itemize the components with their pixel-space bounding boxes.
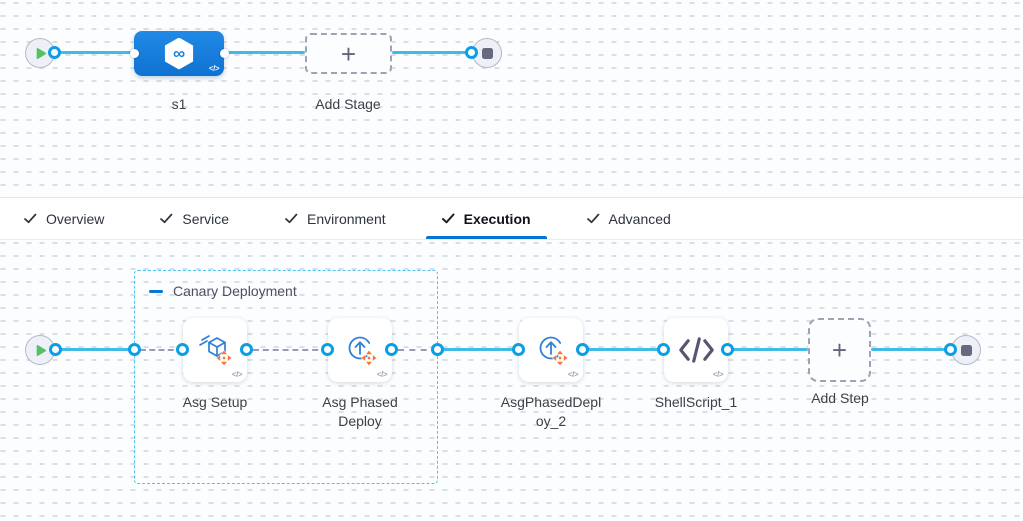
group-label: Canary Deployment [173, 283, 297, 299]
connector-port [431, 343, 444, 356]
asg-setup-icon [199, 335, 232, 366]
execution-graph-canvas: Canary Deployment </> [0, 240, 1023, 521]
add-stage-label: Add Stage [315, 96, 381, 112]
play-icon [36, 344, 46, 356]
connector-line [871, 348, 951, 351]
connector-line [56, 348, 135, 351]
step-label: ShellScript_1 [654, 394, 738, 410]
plus-icon: + [831, 335, 848, 365]
collapse-group-icon[interactable] [149, 289, 163, 293]
step-group-canary-deployment: Canary Deployment [134, 270, 438, 484]
connector-port [321, 343, 334, 356]
stop-icon [960, 344, 972, 356]
step-label: Asg Phased Deploy [322, 394, 398, 429]
code-badge-icon: </> [567, 370, 579, 379]
connector-port [657, 343, 670, 356]
tab-label: Execution [463, 210, 531, 227]
check-icon [285, 213, 298, 224]
connector-line [583, 348, 664, 351]
stage-label: s1 [171, 96, 187, 112]
plus-icon: + [340, 38, 357, 69]
connector-port [576, 343, 589, 356]
code-badge-icon: </> [376, 370, 388, 379]
tab-label: Environment [307, 210, 386, 227]
connector-port [721, 343, 734, 356]
cd-stage-icon: ∞ [164, 37, 194, 70]
check-icon [586, 213, 599, 224]
tab-service[interactable]: Service [144, 198, 245, 239]
connector-port [465, 46, 478, 59]
connector-port [48, 46, 61, 59]
tab-overview[interactable]: Overview [8, 198, 120, 239]
stage-config-tabs: Overview Service Environment Execution A… [0, 197, 1023, 240]
add-step-label: Add Step [811, 390, 869, 406]
connector-line [728, 348, 808, 351]
stage-graph-canvas: ∞ </> s1 + Add Stage [0, 0, 1023, 197]
connector-port [385, 343, 398, 356]
connector-port [240, 343, 253, 356]
step-asg-phased-deploy[interactable]: </> [328, 318, 392, 382]
connector-port [128, 343, 141, 356]
connector-line [392, 51, 472, 54]
check-icon [441, 213, 455, 224]
stage-node-s1[interactable]: ∞ </> [134, 31, 224, 76]
dashed-connector-line [253, 349, 328, 351]
step-asg-phased-deploy-2[interactable]: </> [519, 318, 583, 382]
connector-line [228, 51, 305, 54]
code-badge-icon: </> [208, 64, 220, 73]
step-shellscript-1[interactable]: </> [664, 318, 728, 382]
step-label: AsgPhasedDeploy_2 [500, 394, 602, 429]
check-icon [160, 213, 173, 224]
step-asg-setup[interactable]: </> [183, 318, 247, 382]
connector-port [944, 343, 957, 356]
code-badge-icon: </> [231, 370, 243, 379]
add-step-button[interactable]: + [808, 318, 871, 382]
shell-script-icon [678, 337, 714, 363]
tab-execution[interactable]: Execution [425, 198, 547, 239]
tab-environment[interactable]: Environment [269, 198, 402, 239]
connector-port [49, 343, 62, 356]
tab-advanced[interactable]: Advanced [571, 198, 687, 239]
add-stage-button[interactable]: + [305, 33, 392, 74]
connector-line [438, 348, 519, 351]
stage-right-port [220, 49, 229, 58]
asg-phased-deploy-icon [348, 336, 377, 366]
dashed-connector-line [398, 349, 438, 351]
step-label: Asg Setup [182, 394, 248, 410]
play-icon [36, 47, 46, 59]
dashed-connector-line [140, 349, 183, 351]
stage-left-port [130, 49, 139, 58]
connector-port [176, 343, 189, 356]
infinity-icon: ∞ [172, 44, 186, 63]
tab-label: Service [182, 210, 230, 227]
connector-line [55, 51, 135, 54]
group-header: Canary Deployment [149, 283, 297, 299]
tab-label: Overview [46, 210, 105, 227]
tab-label: Advanced [608, 210, 671, 227]
stop-icon [481, 47, 493, 59]
connector-port [512, 343, 525, 356]
asg-phased-deploy-icon [539, 336, 568, 366]
code-badge-icon: </> [712, 370, 724, 379]
check-icon [24, 213, 37, 224]
